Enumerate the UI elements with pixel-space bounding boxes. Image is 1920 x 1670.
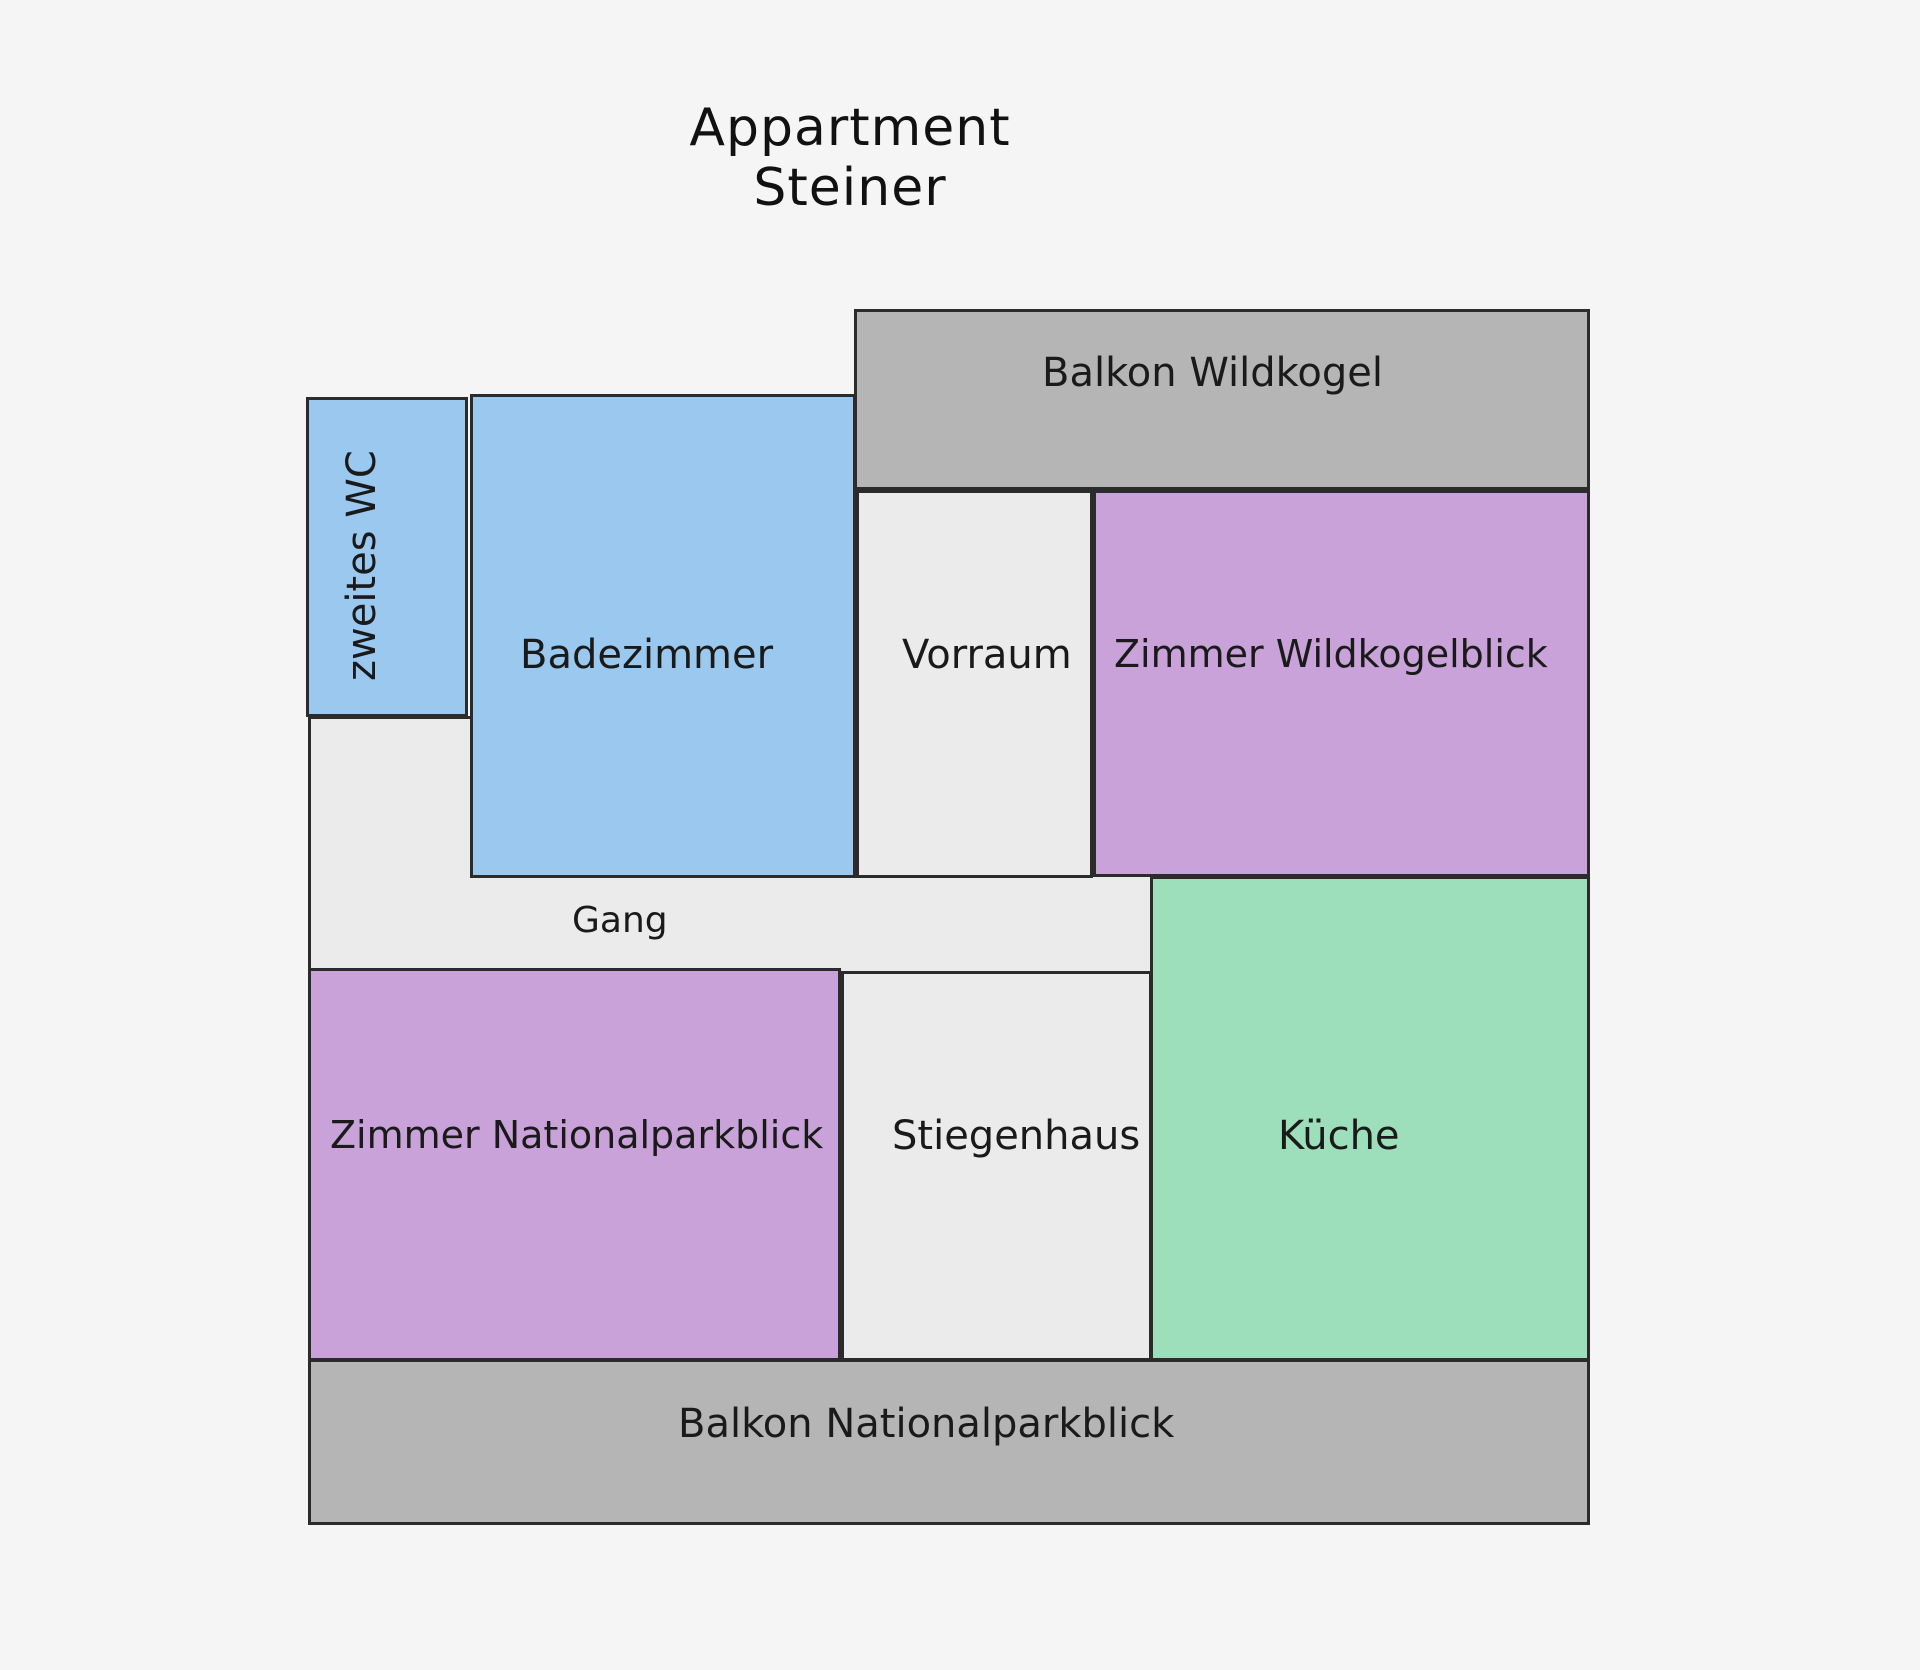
- label-badezimmer: Badezimmer: [520, 632, 774, 678]
- room-balkon-nationalparkblick: [308, 1359, 1590, 1525]
- label-gang: Gang: [572, 900, 668, 941]
- label-zimmer-wildkogelblick: Zimmer Wildkogelblick: [1114, 632, 1548, 676]
- label-vorraum: Vorraum: [902, 632, 1072, 678]
- room-zweites-wc: [306, 397, 468, 717]
- room-balkon-wildkogel: [854, 309, 1590, 490]
- label-stiegenhaus: Stiegenhaus: [892, 1113, 1141, 1159]
- page-title: Appartment Steiner: [689, 98, 1011, 218]
- room-zimmer-nationalparkblick: [308, 968, 841, 1361]
- room-stiegenhaus: [841, 971, 1152, 1361]
- label-balkon-wildkogel: Balkon Wildkogel: [1042, 350, 1383, 396]
- room-vorraum: [856, 490, 1093, 878]
- room-badezimmer: [470, 394, 856, 878]
- room-kueche: [1150, 876, 1590, 1361]
- label-kueche: Küche: [1278, 1113, 1400, 1159]
- label-zweites-wc: zweites WC: [339, 450, 385, 681]
- label-zimmer-nationalparkblick: Zimmer Nationalparkblick: [330, 1113, 824, 1157]
- room-zimmer-wildkogelblick: [1093, 490, 1590, 877]
- label-balkon-nationalparkblick: Balkon Nationalparkblick: [678, 1401, 1175, 1447]
